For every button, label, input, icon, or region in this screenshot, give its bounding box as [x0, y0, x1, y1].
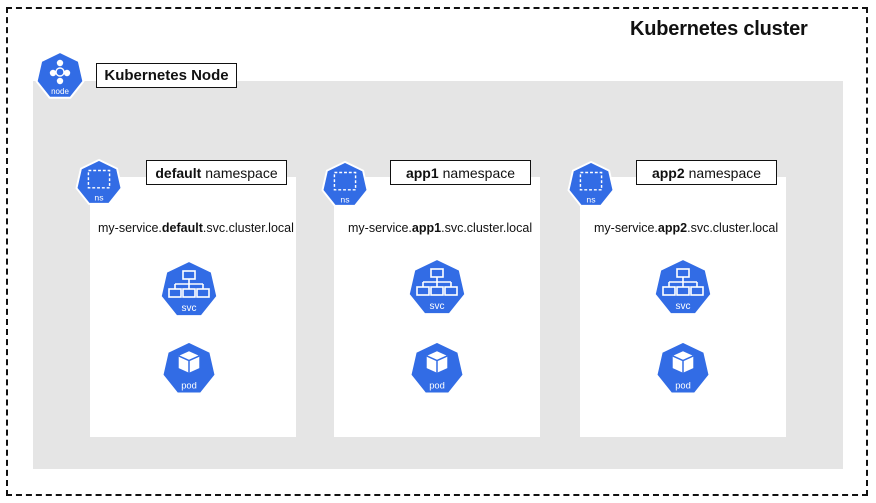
- dns-prefix: my-service.: [594, 221, 658, 235]
- pod-icon-caption: pod: [181, 381, 197, 391]
- service-icon-caption: svc: [676, 301, 691, 312]
- pod-icon-caption: pod: [429, 381, 445, 391]
- service-dns-app2: my-service.app2.svc.cluster.local: [594, 219, 779, 237]
- dns-namespace: default: [161, 221, 203, 235]
- node-icon-caption: node: [51, 87, 69, 96]
- dns-prefix: my-service.: [98, 221, 162, 235]
- namespace-name: app1: [405, 164, 439, 181]
- dns-suffix: .svc.cluster.local: [687, 221, 779, 235]
- namespace-suffix: namespace: [688, 164, 762, 181]
- service-dns-default: my-service.default.svc.cluster.local: [98, 219, 294, 237]
- service-icon-caption: svc: [430, 301, 445, 312]
- namespace-icon: ns: [567, 160, 615, 207]
- pod-icon-caption: pod: [675, 381, 691, 391]
- service-dns-app1: my-service.app1.svc.cluster.local: [348, 219, 533, 237]
- namespace-suffix: namespace: [442, 164, 516, 181]
- namespace-icon-caption: ns: [94, 192, 104, 202]
- node-icon: node: [35, 50, 85, 99]
- dns-namespace: app2: [657, 221, 688, 235]
- dns-suffix: .svc.cluster.local: [202, 221, 294, 235]
- service-icon-caption: svc: [182, 303, 197, 314]
- service-icon: svc: [653, 257, 713, 316]
- namespace-name: app2: [651, 164, 685, 181]
- dns-prefix: my-service.: [348, 221, 412, 235]
- namespace-name: default: [155, 164, 202, 181]
- namespace-suffix: namespace: [205, 164, 278, 181]
- cluster-title: Kubernetes cluster: [630, 18, 808, 40]
- namespace-icon: ns: [321, 160, 369, 207]
- pod-icon: pod: [161, 340, 217, 395]
- namespace-icon-caption: ns: [586, 194, 596, 204]
- dns-suffix: .svc.cluster.local: [441, 221, 533, 235]
- namespace-icon: ns: [75, 158, 123, 205]
- pod-icon: pod: [655, 340, 711, 395]
- cluster-boundary: [6, 7, 868, 496]
- service-icon: svc: [407, 257, 467, 316]
- service-icon: svc: [159, 259, 219, 318]
- namespace-icon-caption: ns: [340, 194, 350, 204]
- dns-namespace: app1: [411, 221, 442, 235]
- node-label: Kubernetes Node: [96, 63, 237, 88]
- pod-icon: pod: [409, 340, 465, 395]
